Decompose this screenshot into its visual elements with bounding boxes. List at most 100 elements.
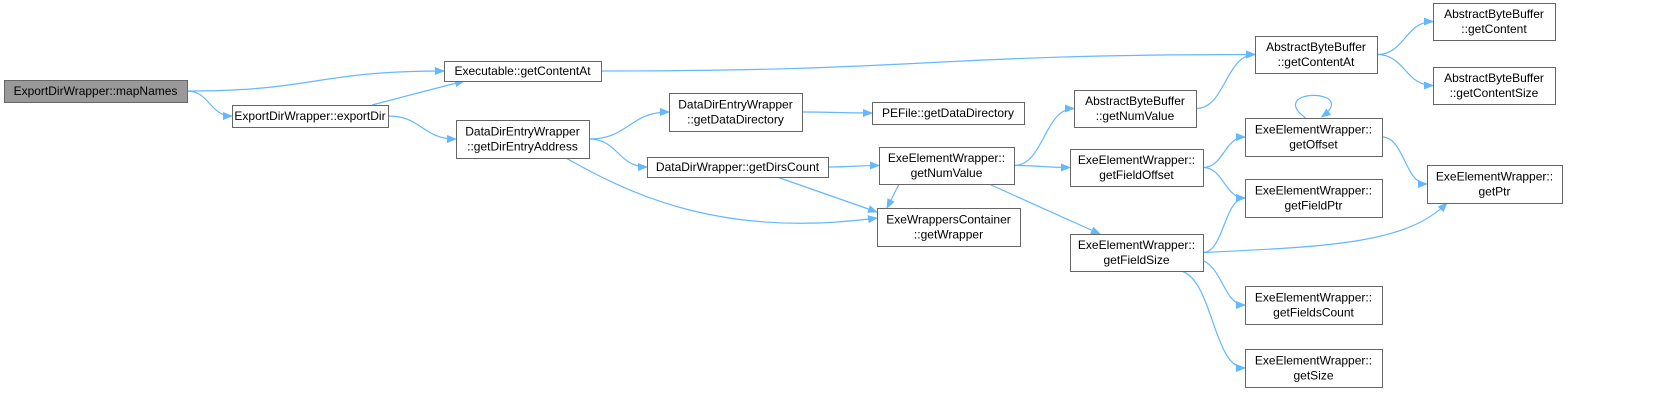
node-ewc-get-wrapper[interactable]: ExeWrappersContainer::getWrapper	[877, 208, 1021, 247]
node-box	[1245, 349, 1383, 388]
edge-eew-get-field-size-to-eew-get-ptr	[1202, 202, 1448, 254]
edge-eew-get-num-value-to-eew-get-field-offset	[1013, 163, 1071, 172]
edge-eew-get-field-size-to-eew-get-size	[1181, 270, 1246, 372]
node-label-line: ::getContentAt	[1278, 55, 1355, 69]
node-abb-get-content[interactable]: AbstractByteBuffer::getContent	[1433, 3, 1556, 41]
node-export-dir[interactable]: ExportDirWrapper::exportDir	[232, 105, 389, 128]
node-box	[444, 61, 602, 82]
node-eew-get-size[interactable]: ExeElementWrapper::getSize	[1245, 349, 1383, 388]
node-label-line: ::getContentSize	[1450, 86, 1539, 100]
node-eew-get-offset[interactable]: ExeElementWrapper::getOffset	[1245, 118, 1383, 157]
node-label-line: ExeElementWrapper::	[1436, 170, 1553, 184]
node-box	[1074, 90, 1197, 128]
node-ddew-get-data-directory[interactable]: DataDirEntryWrapper::getDataDirectory	[669, 93, 803, 132]
node-label-line: DataDirEntryWrapper	[678, 98, 792, 112]
node-box	[4, 80, 188, 103]
node-box	[872, 102, 1025, 125]
node-box	[1255, 36, 1378, 74]
edge-map-names-to-export-dir	[186, 90, 233, 120]
edge-ddew-get-dir-entry-address-to-ddw-get-dirs-count	[588, 138, 648, 171]
node-label-line: ExeElementWrapper::	[1255, 291, 1372, 305]
node-label-line: Executable::getContentAt	[454, 64, 591, 78]
node-box	[669, 93, 803, 132]
node-box	[1245, 286, 1383, 325]
node-label-line: ExportDirWrapper::exportDir	[234, 109, 385, 123]
node-label-line: ExeWrappersContainer	[886, 213, 1011, 227]
node-label-line: getFieldsCount	[1273, 306, 1354, 320]
edge-abb-get-content-at-to-abb-get-content-size	[1376, 53, 1434, 90]
node-label-line: DataDirEntryWrapper	[465, 125, 579, 139]
node-eew-get-num-value[interactable]: ExeElementWrapper::getNumValue	[879, 147, 1015, 185]
node-box	[1245, 118, 1383, 157]
edge-ddew-get-dir-entry-address-to-ddew-get-data-directory	[588, 108, 670, 140]
node-box	[1433, 67, 1556, 105]
edge-eew-get-field-offset-to-eew-get-field-ptr	[1202, 166, 1246, 202]
node-label-line: AbstractByteBuffer	[1444, 71, 1544, 85]
node-ddw-get-dirs-count[interactable]: DataDirWrapper::getDirsCount	[647, 157, 829, 178]
node-exec-get-content-at[interactable]: Executable::getContentAt	[444, 61, 602, 82]
node-label-line: getSize	[1293, 369, 1333, 383]
node-abb-get-num-value[interactable]: AbstractByteBuffer::getNumValue	[1074, 90, 1197, 128]
node-label-line: ExeElementWrapper::	[1255, 123, 1372, 137]
edges-layer	[186, 17, 1448, 372]
node-box	[877, 208, 1021, 247]
node-box	[647, 157, 829, 178]
node-label-line: ExeElementWrapper::	[1255, 354, 1372, 368]
node-label-line: ExeElementWrapper::	[1078, 238, 1195, 252]
edge-export-dir-to-ddew-get-dir-entry-address	[387, 115, 457, 143]
node-label-line: getPtr	[1478, 185, 1510, 199]
node-map-names[interactable]: ExportDirWrapper::mapNames	[4, 80, 188, 103]
edge-eew-get-num-value-to-abb-get-num-value	[1013, 104, 1075, 167]
edge-ddw-get-dirs-count-to-eew-get-num-value	[827, 161, 880, 170]
node-box	[1070, 234, 1204, 272]
edge-eew-get-offset-to-eew-get-ptr	[1381, 136, 1428, 188]
nodes-layer: ExportDirWrapper::mapNamesExportDirWrapp…	[4, 3, 1563, 388]
node-label-line: ::getWrapper	[914, 228, 983, 242]
node-label-line: getOffset	[1289, 138, 1338, 152]
edge-abb-get-num-value-to-abb-get-content-at	[1195, 50, 1256, 110]
node-box	[1433, 3, 1556, 41]
edge-eew-get-field-size-to-eew-get-field-ptr	[1202, 194, 1246, 254]
edge-ddew-get-data-directory-to-pefile-get-data-directory	[801, 108, 873, 117]
edge-eew-get-num-value-to-eew-get-field-size	[988, 183, 1101, 235]
node-box	[1245, 179, 1383, 218]
node-label-line: ::getNumValue	[1096, 109, 1175, 123]
node-label-line: PEFile::getDataDirectory	[882, 106, 1014, 120]
edge-eew-get-num-value-to-ewc-get-wrapper	[886, 183, 900, 209]
node-box	[232, 105, 389, 128]
node-label-line: getFieldOffset	[1099, 168, 1174, 182]
edge-map-names-to-exec-get-content-at	[186, 67, 445, 92]
edge-eew-get-field-size-to-eew-get-fields-count	[1202, 259, 1246, 309]
node-abb-get-content-at[interactable]: AbstractByteBuffer::getContentAt	[1255, 36, 1378, 74]
node-label-line: AbstractByteBuffer	[1444, 7, 1544, 21]
node-label-line: ExeElementWrapper::	[1078, 153, 1195, 167]
edge-exec-get-content-at-to-abb-get-content-at	[600, 50, 1256, 72]
node-eew-get-field-size[interactable]: ExeElementWrapper::getFieldSize	[1070, 234, 1204, 272]
node-label-line: getFieldPtr	[1284, 199, 1342, 213]
edge-export-dir-to-exec-get-content-at	[371, 79, 465, 106]
node-label-line: ::getContent	[1461, 22, 1527, 36]
node-label-line: ::getDataDirectory	[687, 113, 784, 127]
node-label-line: DataDirWrapper::getDirsCount	[656, 160, 820, 174]
node-label-line: getNumValue	[911, 166, 983, 180]
node-pefile-get-data-directory[interactable]: PEFile::getDataDirectory	[872, 102, 1025, 125]
edge-abb-get-content-at-to-abb-get-content	[1376, 17, 1434, 56]
node-box	[1427, 165, 1563, 204]
edge-eew-get-offset-to-eew-get-offset	[1295, 94, 1332, 119]
node-label-line: ::getDirEntryAddress	[467, 140, 578, 154]
node-label-line: AbstractByteBuffer	[1085, 94, 1185, 108]
node-abb-get-content-size[interactable]: AbstractByteBuffer::getContentSize	[1433, 67, 1556, 105]
edge-eew-get-field-offset-to-eew-get-offset	[1202, 133, 1246, 169]
node-eew-get-ptr[interactable]: ExeElementWrapper::getPtr	[1427, 165, 1563, 204]
node-label-line: ExeElementWrapper::	[1255, 184, 1372, 198]
node-box	[456, 120, 590, 159]
node-ddew-get-dir-entry-address[interactable]: DataDirEntryWrapper::getDirEntryAddress	[456, 120, 590, 159]
node-eew-get-field-ptr[interactable]: ExeElementWrapper::getFieldPtr	[1245, 179, 1383, 218]
node-eew-get-field-offset[interactable]: ExeElementWrapper::getFieldOffset	[1070, 149, 1204, 187]
node-eew-get-fields-count[interactable]: ExeElementWrapper::getFieldsCount	[1245, 286, 1383, 325]
edge-ddew-get-dir-entry-address-to-ewc-get-wrapper	[565, 157, 878, 224]
node-box	[1070, 149, 1204, 187]
node-box	[879, 147, 1015, 185]
edge-ddw-get-dirs-count-to-ewc-get-wrapper	[776, 176, 878, 213]
